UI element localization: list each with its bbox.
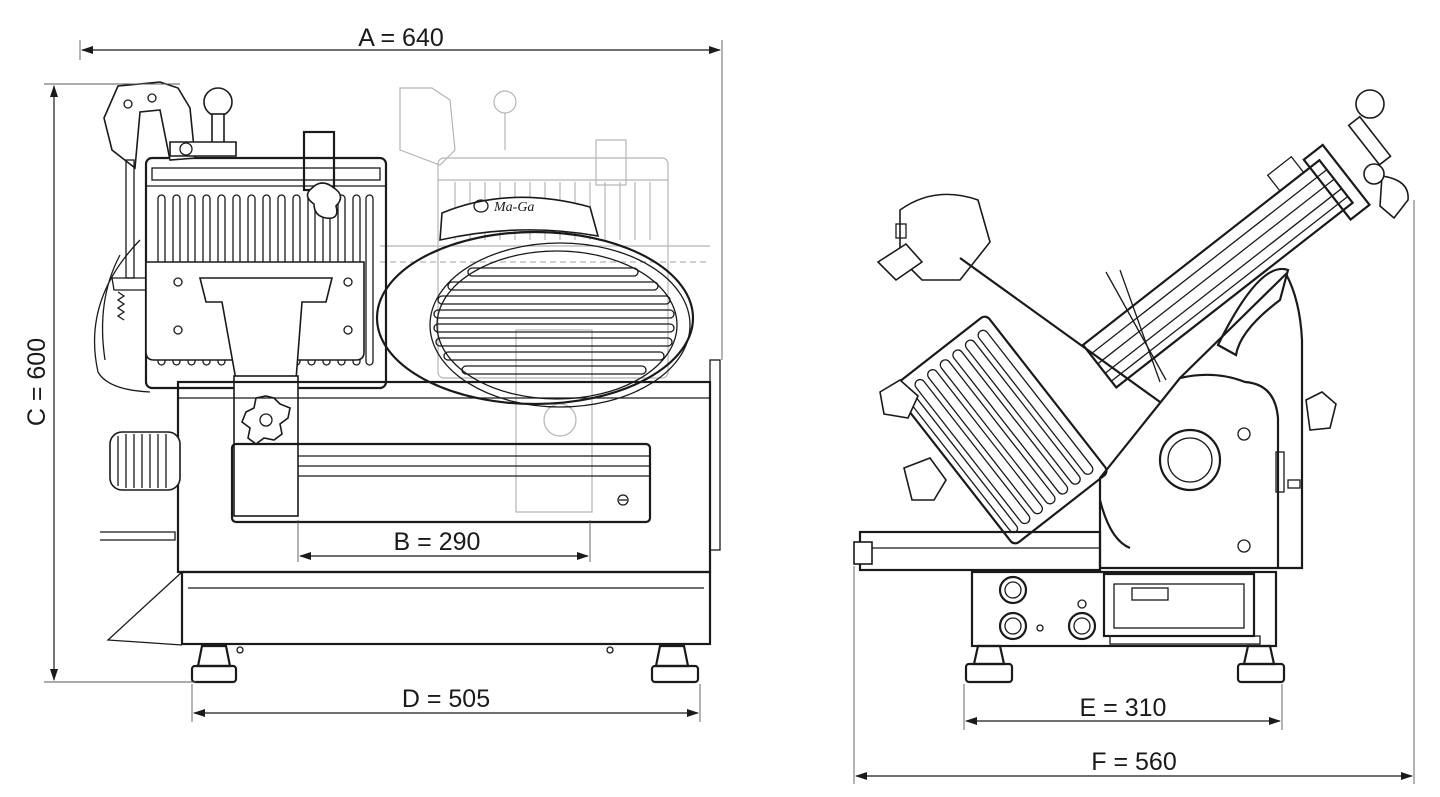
inclined-rail bbox=[1081, 143, 1372, 389]
dimension-b-label: B = 290 bbox=[394, 528, 481, 556]
dimension-d-label: D = 505 bbox=[402, 685, 490, 713]
blade-slots bbox=[433, 267, 675, 375]
side-pusher-knob bbox=[1355, 89, 1385, 119]
blade-guard-arc bbox=[93, 239, 151, 393]
ghost-carriage-outline bbox=[380, 87, 710, 513]
side-pusher-head bbox=[899, 193, 991, 281]
dimension-c-label: C = 600 bbox=[23, 338, 51, 426]
front-view: Ma-Ga bbox=[23, 24, 723, 722]
side-view: E = 310 F = 560 bbox=[853, 89, 1415, 784]
main-housing bbox=[100, 359, 721, 684]
dimension-f-label: F = 560 bbox=[1091, 748, 1176, 776]
thickness-knob bbox=[109, 431, 181, 491]
side-blade-edge bbox=[959, 257, 1161, 403]
blade-assembly: Ma-Ga bbox=[375, 196, 695, 408]
brand-logo-text: Ma-Ga bbox=[493, 200, 534, 215]
side-main-body bbox=[853, 267, 1337, 572]
dimension-e-label: E = 310 bbox=[1080, 694, 1167, 722]
dimension-a-label: A = 640 bbox=[358, 24, 444, 52]
carriage-plate bbox=[145, 261, 365, 517]
pusher-arm bbox=[103, 81, 237, 321]
side-base-cabinet bbox=[964, 570, 1286, 684]
side-tray bbox=[892, 315, 1108, 545]
side-star-knob bbox=[879, 379, 919, 419]
side-dial bbox=[1158, 428, 1222, 492]
